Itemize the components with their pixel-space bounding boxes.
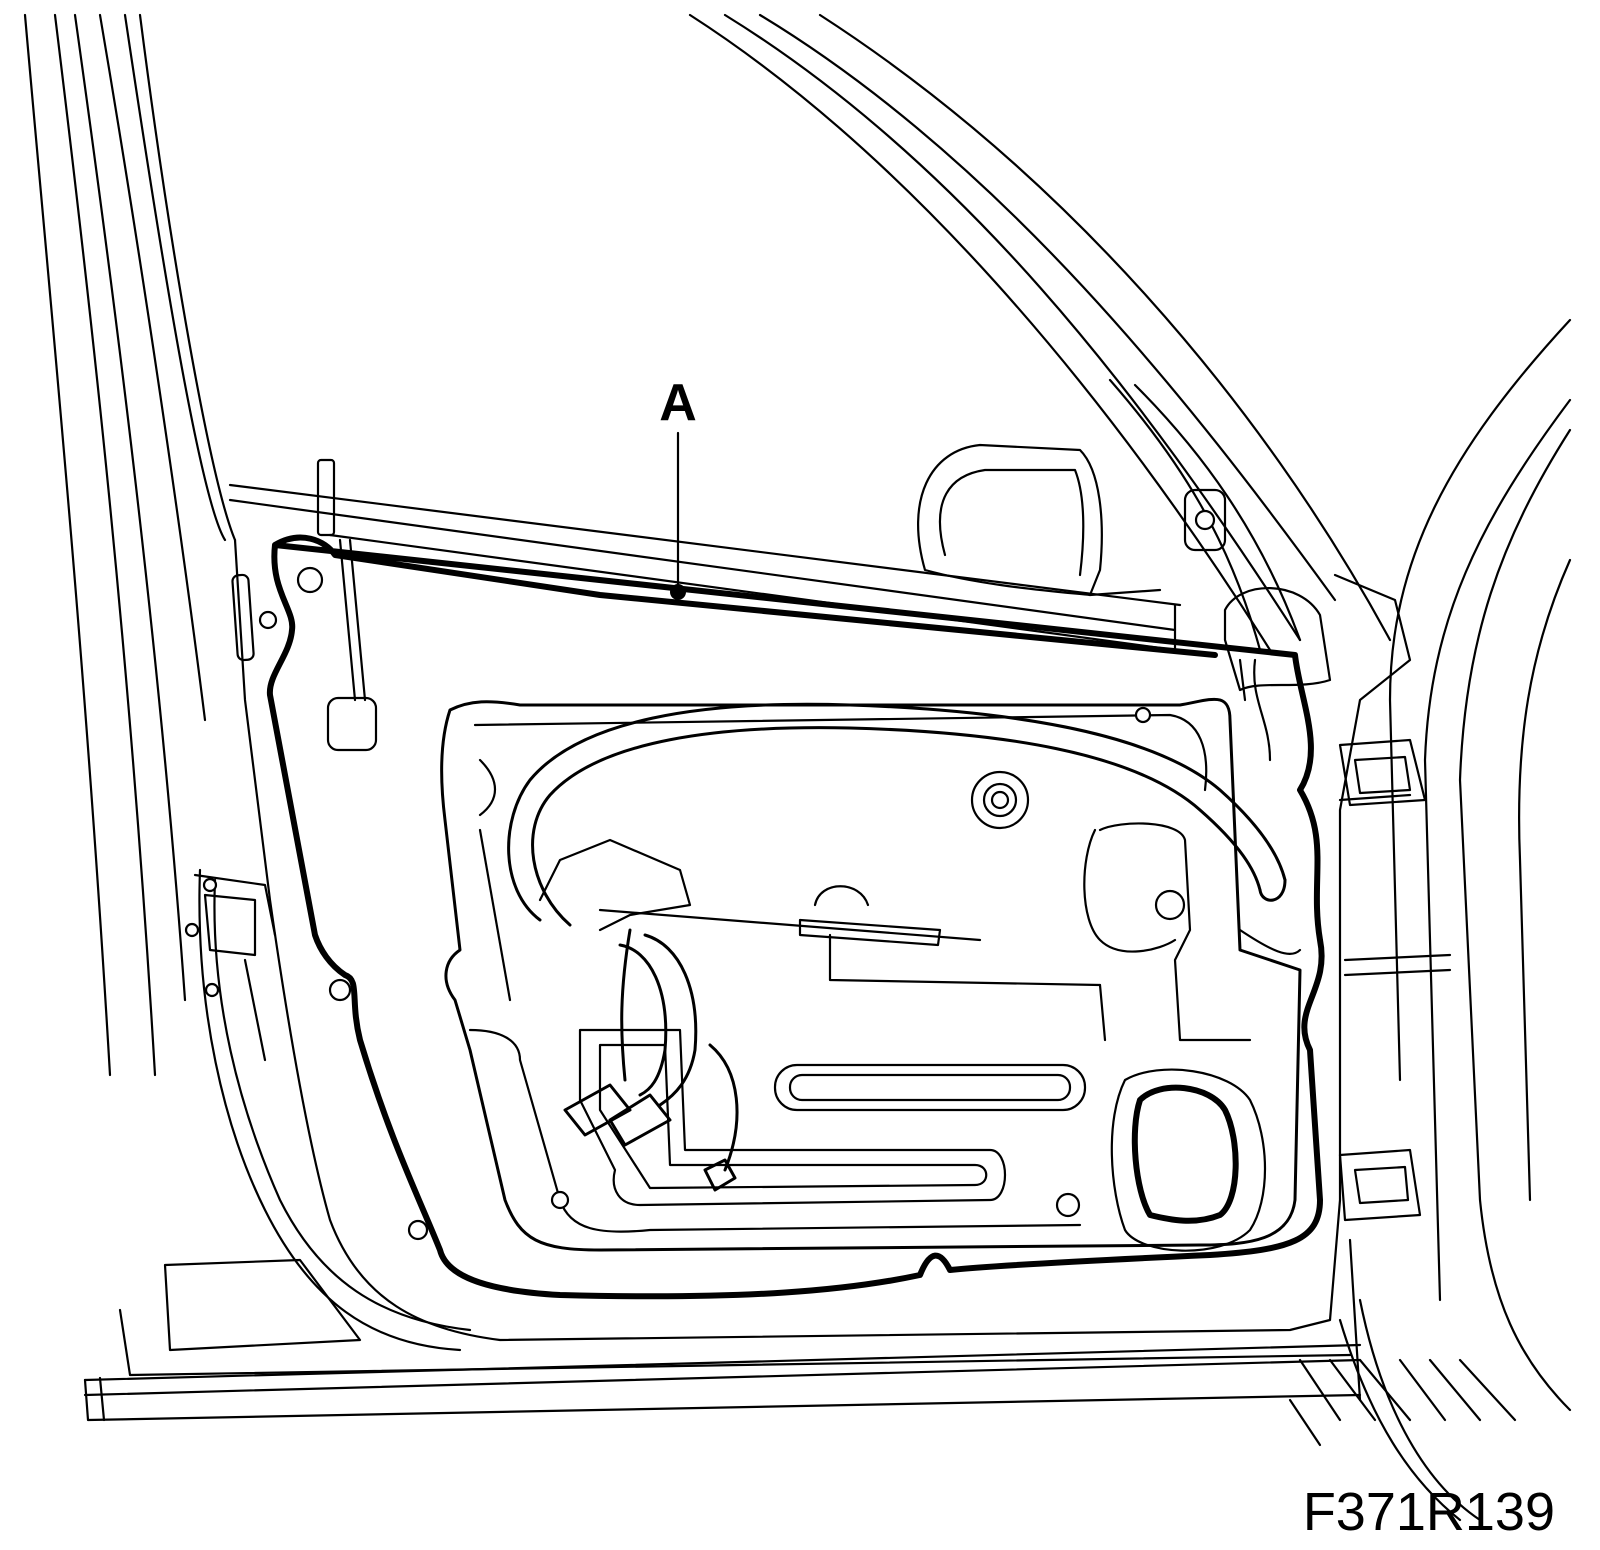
lower-hinge <box>1338 1148 1422 1222</box>
lower-cable-channel <box>578 1028 1007 1207</box>
left-lower-hole <box>328 978 352 1002</box>
door-frame-left-edge <box>23 13 237 1077</box>
center-grommet <box>970 770 1030 830</box>
upper-right-bracket <box>1183 488 1332 692</box>
door-bottom-sill <box>83 1238 1362 1422</box>
inner-door-panel <box>198 538 1412 1352</box>
module-hole-right <box>1154 889 1186 921</box>
bottom-left-hole <box>407 1219 429 1241</box>
callout-dot <box>670 584 686 600</box>
side-mirror <box>917 443 1162 597</box>
speaker-opening <box>1110 1068 1267 1252</box>
callout-a: A <box>659 374 697 600</box>
sealing-bead <box>266 534 1325 1300</box>
regulator-cable-tube <box>507 702 1287 927</box>
module-hole-bottom <box>1055 1192 1081 1218</box>
lock-button <box>316 458 378 752</box>
figure-code: F371R139 <box>1303 1482 1555 1542</box>
door-check-strap <box>1343 953 1452 977</box>
upper-left-hole <box>296 566 324 594</box>
long-slot <box>773 1063 1087 1112</box>
callout-label: A <box>659 374 697 432</box>
belt-rail <box>228 483 1182 652</box>
module-hole-top <box>1134 706 1152 724</box>
upper-hinge <box>1338 738 1427 807</box>
module-hole-left <box>550 1190 570 1210</box>
left-side-clips <box>184 573 278 1062</box>
body-b-pillar <box>1288 318 1572 1522</box>
window-frame-diagonal <box>688 13 1392 652</box>
regulator-rail <box>538 838 1107 1042</box>
wiring-harness <box>563 928 739 1192</box>
